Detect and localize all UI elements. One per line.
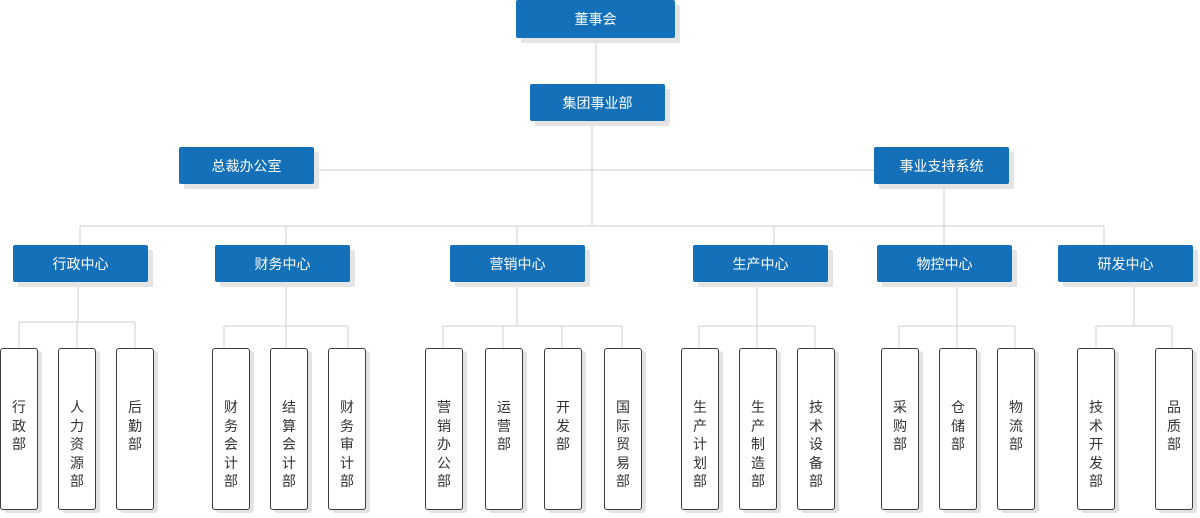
department-label: 物流部 [1009, 400, 1023, 453]
center-node-finance: 财务中心 [215, 245, 350, 282]
department-node: 技术开发部 [1077, 348, 1115, 510]
department-label: 结算会计部 [282, 400, 296, 490]
department-label: 技术开发部 [1089, 400, 1103, 490]
department-label: 行政部 [12, 400, 26, 453]
department-label: 营销办公部 [437, 400, 451, 490]
department-label: 生产制造部 [751, 400, 765, 490]
department-node: 开发部 [544, 348, 582, 510]
board-node: 董事会 [516, 0, 675, 38]
department-label: 财务会计部 [224, 400, 238, 490]
department-label: 仓储部 [951, 400, 965, 453]
department-node: 生产制造部 [739, 348, 777, 510]
center-node-marketing: 营销中心 [450, 245, 585, 282]
department-node: 采购部 [881, 348, 919, 510]
department-label: 人力资源部 [70, 400, 84, 490]
department-label: 品质部 [1167, 400, 1181, 453]
department-node: 人力资源部 [58, 348, 96, 510]
department-node: 生产计划部 [681, 348, 719, 510]
department-label: 国际贸易部 [616, 400, 630, 490]
department-node: 技术设备部 [797, 348, 835, 510]
center-node-materials: 物控中心 [877, 245, 1012, 282]
president-office-node: 总裁办公室 [179, 147, 314, 184]
department-node: 运营部 [485, 348, 523, 510]
department-label: 后勤部 [128, 400, 142, 453]
department-node: 结算会计部 [270, 348, 308, 510]
department-label: 开发部 [556, 400, 570, 453]
department-label: 运营部 [497, 400, 511, 453]
department-node: 物流部 [997, 348, 1035, 510]
department-node: 营销办公部 [425, 348, 463, 510]
center-node-production: 生产中心 [693, 245, 828, 282]
department-label: 采购部 [893, 400, 907, 453]
department-node: 财务会计部 [212, 348, 250, 510]
department-node: 财务审计部 [328, 348, 366, 510]
center-node-rnd: 研发中心 [1058, 245, 1193, 282]
department-label: 生产计划部 [693, 400, 707, 490]
group-division-node: 集团事业部 [530, 84, 665, 121]
business-support-system-node: 事业支持系统 [874, 147, 1009, 184]
center-node-admin: 行政中心 [13, 245, 148, 282]
department-node: 品质部 [1155, 348, 1193, 510]
department-node: 仓储部 [939, 348, 977, 510]
department-node: 行政部 [0, 348, 38, 510]
department-node: 国际贸易部 [604, 348, 642, 510]
department-node: 后勤部 [116, 348, 154, 510]
department-label: 财务审计部 [340, 400, 354, 490]
department-label: 技术设备部 [809, 400, 823, 490]
